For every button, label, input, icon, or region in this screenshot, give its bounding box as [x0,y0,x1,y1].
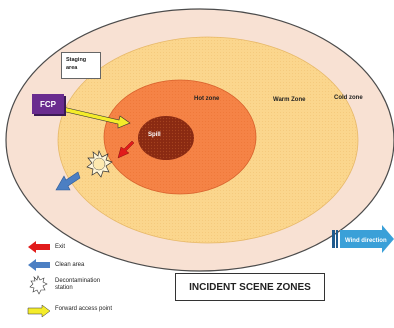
staging-area-box: Staging area [61,52,101,79]
hot-zone-label: Hot zone [194,96,220,102]
forward-access-arrow [61,106,131,129]
spill-area [138,116,194,160]
diagram-title: INCIDENT SCENE ZONES [189,281,311,293]
legend-clean: Clean area [55,262,115,269]
clean-area-arrow [55,171,81,191]
wind-direction-label: Wind direction [345,238,387,244]
legend-exit-label: Exit [55,244,66,250]
fcp-box: FCP [32,94,64,114]
legend-forward: Forward access point [55,306,115,313]
diagram-title-box: INCIDENT SCENE ZONES [175,273,325,301]
yellow-arrow-icon [27,304,51,318]
warm-zone-label: Warm Zone [273,97,306,103]
staging-area-label: Staging area [66,57,87,71]
legend-decon: Decontamination station [55,278,115,292]
legend-exit: Exit [55,244,115,251]
fcp-label: FCP [40,99,56,109]
legend-decon-label: Decontamination station [55,278,101,291]
sun-burst-icon [29,275,48,295]
exit-arrow [117,140,135,159]
decontamination-station-icon [86,149,113,178]
legend-clean-label: Clean area [55,262,85,268]
blue-arrow-icon [28,259,50,271]
wind-direction-arrow: Wind direction [332,225,394,253]
spill-label: Spill [148,132,161,138]
cold-zone-label: Cold zone [334,95,363,101]
red-arrow-icon [28,241,50,253]
legend-forward-label: Forward access point [55,306,113,312]
